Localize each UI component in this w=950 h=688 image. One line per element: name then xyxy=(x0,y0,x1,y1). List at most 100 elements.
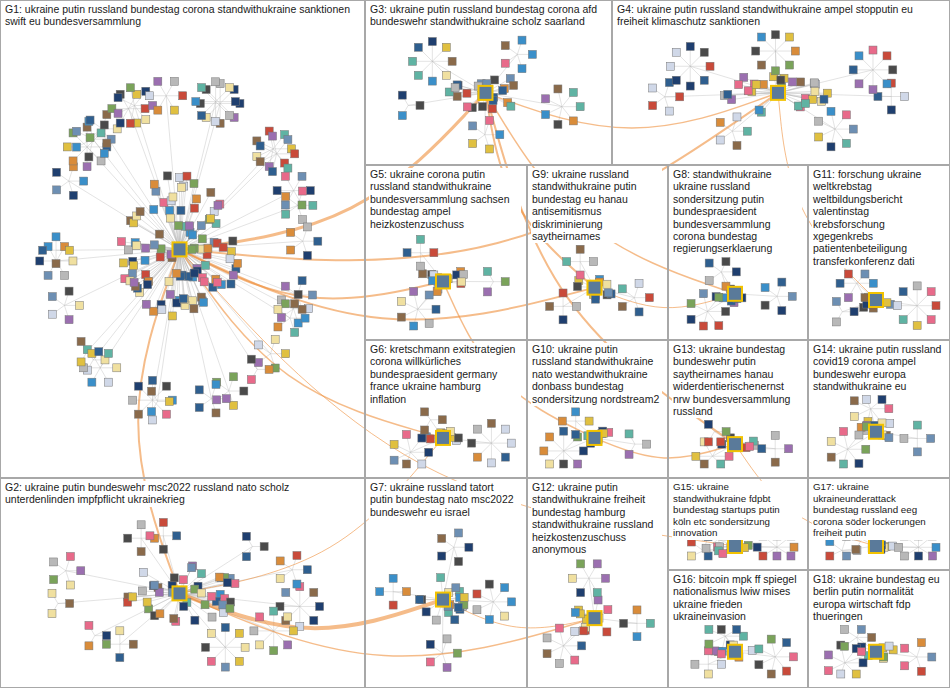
vertex-avatar xyxy=(77,567,85,575)
vertex-avatar xyxy=(758,61,766,69)
vertex-avatar xyxy=(863,396,871,404)
vertex-avatar xyxy=(501,42,509,50)
vertex-avatar xyxy=(849,66,857,74)
vertex-avatar xyxy=(485,145,493,153)
vertex-avatar xyxy=(177,206,185,214)
vertex-avatar xyxy=(483,267,491,275)
vertex-avatar xyxy=(129,396,137,404)
vertex-avatar xyxy=(235,657,243,665)
vertex-avatar xyxy=(63,143,71,151)
vertex-avatar xyxy=(501,584,509,592)
vertex-avatar xyxy=(473,425,481,433)
vertex-avatar xyxy=(132,241,140,249)
vertex-avatar xyxy=(75,301,83,309)
vertex-avatar xyxy=(421,426,429,434)
vertex-avatar xyxy=(759,552,767,560)
inter-group-tie xyxy=(595,438,736,458)
tie-lines xyxy=(40,35,936,674)
tie-line xyxy=(141,538,179,593)
vertex-avatar xyxy=(555,624,563,632)
group-box: G9: ukraine russland standwithukraine pu… xyxy=(527,165,668,340)
tie-line xyxy=(180,249,271,353)
vertex-avatar xyxy=(287,228,295,236)
vertex-avatar xyxy=(276,575,284,583)
vertex-avatar xyxy=(213,278,221,286)
vertex-avatar xyxy=(247,376,255,384)
vertex-avatar xyxy=(284,164,292,172)
vertex-avatar xyxy=(704,552,712,560)
vertex-avatar xyxy=(143,598,151,606)
vertex-avatar xyxy=(390,440,398,448)
vertex-avatar xyxy=(227,280,235,288)
hub-vertex xyxy=(728,539,742,553)
vertex-avatar xyxy=(771,458,779,466)
vertex-avatar xyxy=(635,308,643,316)
vertex-avatar xyxy=(725,452,733,460)
vertex-avatar xyxy=(487,459,495,467)
vertex-avatar xyxy=(576,245,584,253)
vertex-avatar xyxy=(231,98,239,106)
vertex-avatar xyxy=(198,235,206,243)
vertex-avatar xyxy=(455,557,463,565)
vertex-avatar xyxy=(893,302,901,310)
vertex-avatar xyxy=(850,308,858,316)
group-label: G7: ukraine russland tatort putin bundes… xyxy=(369,481,521,519)
vertex-avatar xyxy=(137,548,145,556)
vertex-avatar xyxy=(837,670,845,678)
vertex-avatar xyxy=(242,532,250,540)
vertex-avatar xyxy=(827,143,835,151)
vertex-avatar xyxy=(254,359,262,367)
vertex-avatar xyxy=(309,201,317,209)
vertex-avatar xyxy=(222,395,230,403)
vertex-avatar xyxy=(704,438,712,446)
vertex-avatar xyxy=(618,302,626,310)
vertex-avatar xyxy=(173,269,181,277)
vertex-avatar xyxy=(569,88,577,96)
vertex-avatar xyxy=(861,294,869,302)
vertex-avatar xyxy=(160,199,168,207)
vertex-avatar xyxy=(130,278,138,286)
vertex-avatar xyxy=(487,419,495,427)
vertex-avatar xyxy=(142,300,150,308)
vertex-avatar xyxy=(198,84,206,92)
vertex-avatar xyxy=(593,589,601,597)
hub-vertex xyxy=(588,431,602,445)
vertex-avatar xyxy=(594,596,602,604)
vertex-avatar xyxy=(281,201,289,209)
tie-line xyxy=(134,105,179,249)
vertex-avatar xyxy=(207,657,215,665)
vertex-avatar xyxy=(190,204,198,212)
vertex-avatar xyxy=(722,428,730,436)
vertex-avatar xyxy=(577,560,585,568)
vertex-avatar xyxy=(755,106,763,114)
vertex-avatar xyxy=(168,312,176,320)
vertex-avatar xyxy=(432,305,440,313)
vertex-avatar xyxy=(815,133,823,141)
inter-group-tie xyxy=(180,593,595,656)
vertex-avatar xyxy=(273,187,281,195)
vertex-avatar xyxy=(185,223,193,231)
vertex-avatar xyxy=(844,294,852,302)
vertex-avatar xyxy=(767,635,775,643)
group-label: G15: ukraine standwithukraine fdpbt bund… xyxy=(672,481,802,540)
vertex-avatar xyxy=(163,172,171,180)
vertex-avatar xyxy=(496,131,504,139)
vertex-avatar xyxy=(789,653,797,661)
vertex-avatar xyxy=(468,439,476,447)
vertex-avatar xyxy=(901,662,909,670)
vertex-avatars xyxy=(36,31,940,678)
vertex-avatar xyxy=(852,670,860,678)
vertex-avatar xyxy=(602,574,610,582)
group-box: G14: ukraine putin russland covid19 coro… xyxy=(808,340,950,478)
vertex-avatar xyxy=(453,649,461,657)
vertex-avatar xyxy=(604,606,612,614)
vertex-avatar xyxy=(86,134,94,142)
vertex-avatar xyxy=(716,118,724,126)
vertex-avatar xyxy=(294,290,302,298)
vertex-avatar xyxy=(546,433,554,441)
vertex-avatar xyxy=(620,619,628,627)
vertex-avatar xyxy=(491,76,499,84)
vertex-avatar xyxy=(219,243,227,251)
vertex-avatar xyxy=(195,386,203,394)
vertex-avatar xyxy=(649,84,657,92)
